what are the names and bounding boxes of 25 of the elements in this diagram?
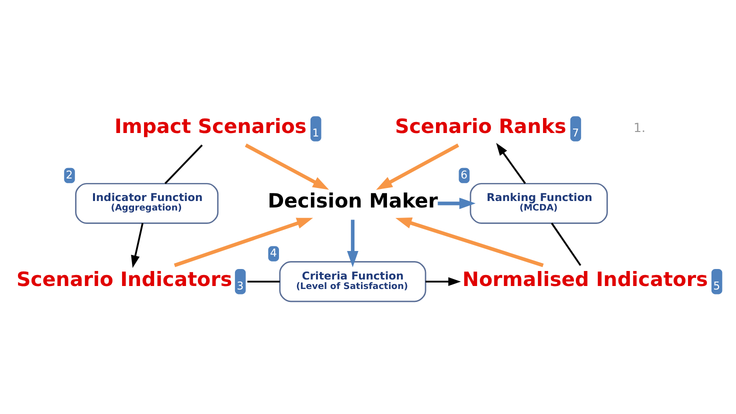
node-box: 3	[234, 269, 246, 294]
arrow	[395, 218, 544, 268]
arrow	[131, 223, 144, 268]
connector	[164, 144, 203, 184]
node-label: Scenario Ranks	[394, 114, 566, 138]
connector	[247, 280, 280, 283]
connector	[550, 222, 582, 266]
node-label: 2	[66, 168, 73, 182]
arrow	[244, 144, 329, 190]
arrow	[376, 144, 460, 190]
node-box: 1	[310, 116, 322, 142]
arrow	[426, 277, 461, 286]
arrow	[174, 218, 313, 268]
label: 1.	[634, 120, 646, 136]
node-label: Impact Scenarios	[114, 114, 307, 138]
arrow	[347, 220, 358, 268]
node-label: Scenario Indicators	[16, 268, 232, 291]
node-label: 4	[270, 246, 277, 260]
arrow	[438, 198, 476, 210]
node-text: Decision Maker	[268, 190, 438, 213]
node-box: 7	[570, 116, 582, 142]
arrow	[496, 142, 526, 184]
node-box: 5	[711, 269, 722, 294]
node-label: 6	[460, 168, 468, 182]
node-label: Normalised Indicators	[462, 268, 708, 291]
